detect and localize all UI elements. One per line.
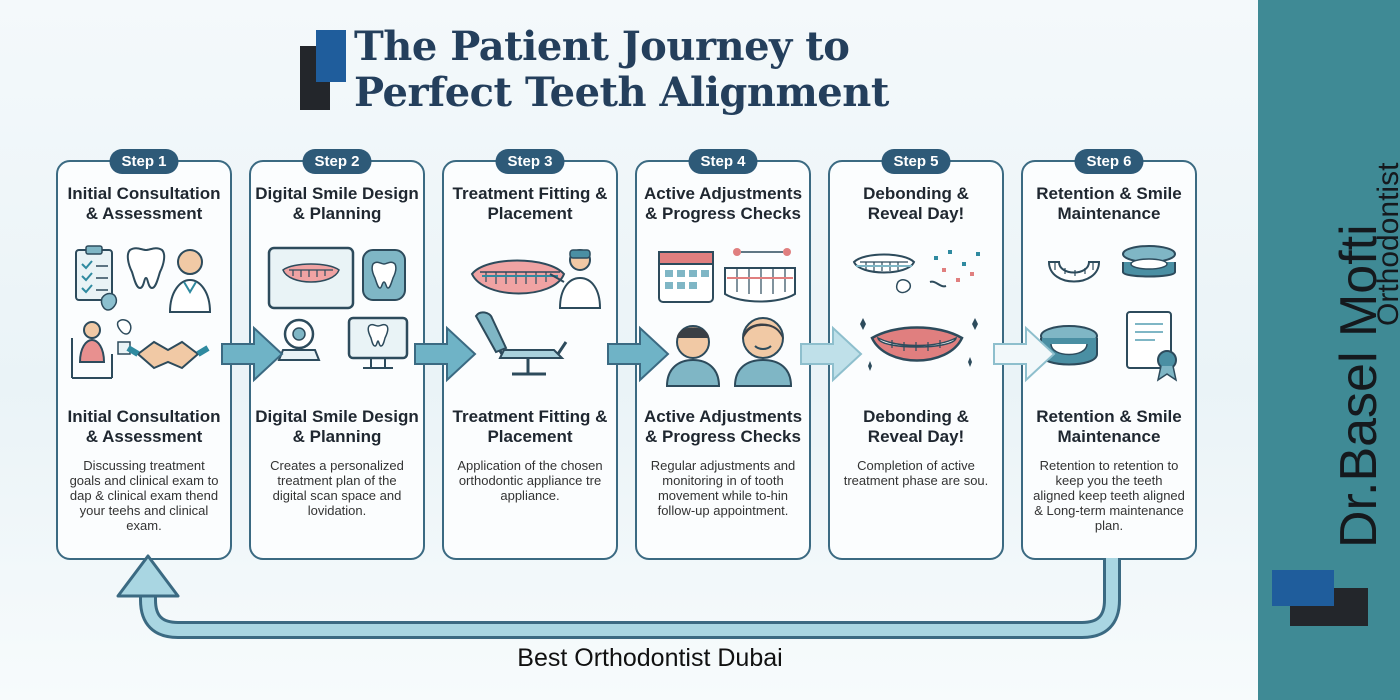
step-description: Creates a personalized treatment plan of… xyxy=(270,458,404,518)
step-badge: Step 6 xyxy=(1074,149,1144,174)
arrow-right-icon xyxy=(800,325,863,383)
step-badge: Step 3 xyxy=(495,149,565,174)
step-badge: Step 4 xyxy=(688,149,758,174)
step-repeat-title: Initial Consultation & Assessment xyxy=(67,407,221,446)
arrow-right-icon xyxy=(993,325,1056,383)
step-badge: Step 5 xyxy=(881,149,951,174)
step-title: Retention & Smile Maintenance xyxy=(1036,184,1182,223)
step-card-5: Step 5 Debonding & Reveal Day! Debonding… xyxy=(828,149,1004,560)
consultation-illustration-icon xyxy=(71,245,212,379)
arrow-right-icon xyxy=(607,325,670,383)
step-title: Active Adjustments & Progress Checks xyxy=(643,184,803,223)
step-repeat-title: Treatment Fitting & Placement xyxy=(452,407,608,446)
step-title: Treatment Fitting & Placement xyxy=(452,184,608,223)
retention-illustration-icon xyxy=(1040,245,1178,382)
step-title: Debonding & Reveal Day! xyxy=(863,184,969,223)
step-description: Retention to retention to keep you the t… xyxy=(1033,458,1185,533)
step-badge: Step 2 xyxy=(302,149,372,174)
brand-role: Orthodontist xyxy=(1372,162,1400,326)
step-description: Discussing treatment goals and clinical … xyxy=(69,458,219,533)
step-repeat-title: Active Adjustments & Progress Checks xyxy=(643,407,803,446)
page-title: The Patient Journey to Perfect Teeth Ali… xyxy=(354,24,934,116)
step-repeat-title: Retention & Smile Maintenance xyxy=(1036,407,1182,446)
step-card-1: Step 1 Initial Consultation & Assessment… xyxy=(56,149,232,560)
step-card-2: Step 2 Digital Smile Design & Planning D… xyxy=(249,149,425,560)
title-line-1: The Patient Journey to xyxy=(354,23,850,70)
title-logo-mark xyxy=(300,30,350,110)
arrow-right-icon xyxy=(414,325,477,383)
step-repeat-title: Digital Smile Design & Planning xyxy=(255,407,419,446)
step-card-6: Step 6 Retention & Smile Maintenance Ret… xyxy=(1021,149,1197,560)
step-description: Completion of active treatment phase are… xyxy=(843,458,989,488)
brand-name: Dr.Basel Mofti xyxy=(1330,224,1388,548)
fitting-illustration-icon xyxy=(470,249,602,376)
adjustments-illustration-icon xyxy=(658,248,796,387)
digital-design-illustration-icon xyxy=(267,246,409,369)
reveal-smile-illustration-icon xyxy=(852,250,980,371)
step-title: Initial Consultation & Assessment xyxy=(67,184,221,223)
step-description: Regular adjustments and monitoring in of… xyxy=(650,458,796,518)
title-line-2: Perfect Teeth Alignment xyxy=(354,69,889,116)
step-title: Digital Smile Design & Planning xyxy=(255,184,419,223)
footer-caption: Best Orthodontist Dubai xyxy=(517,644,783,672)
step-badge: Step 1 xyxy=(109,149,179,174)
step-repeat-title: Debonding & Reveal Day! xyxy=(863,407,969,446)
brand-vertical-text: Dr.Basel Mofti Orthodontist xyxy=(1330,162,1400,548)
step-description: Application of the chosen orthodontic ap… xyxy=(457,458,603,503)
brand-logo-mark xyxy=(1272,570,1372,628)
arrow-right-icon xyxy=(221,325,284,383)
step-card-4: Step 4 Active Adjustments & Progress Che… xyxy=(635,149,811,560)
